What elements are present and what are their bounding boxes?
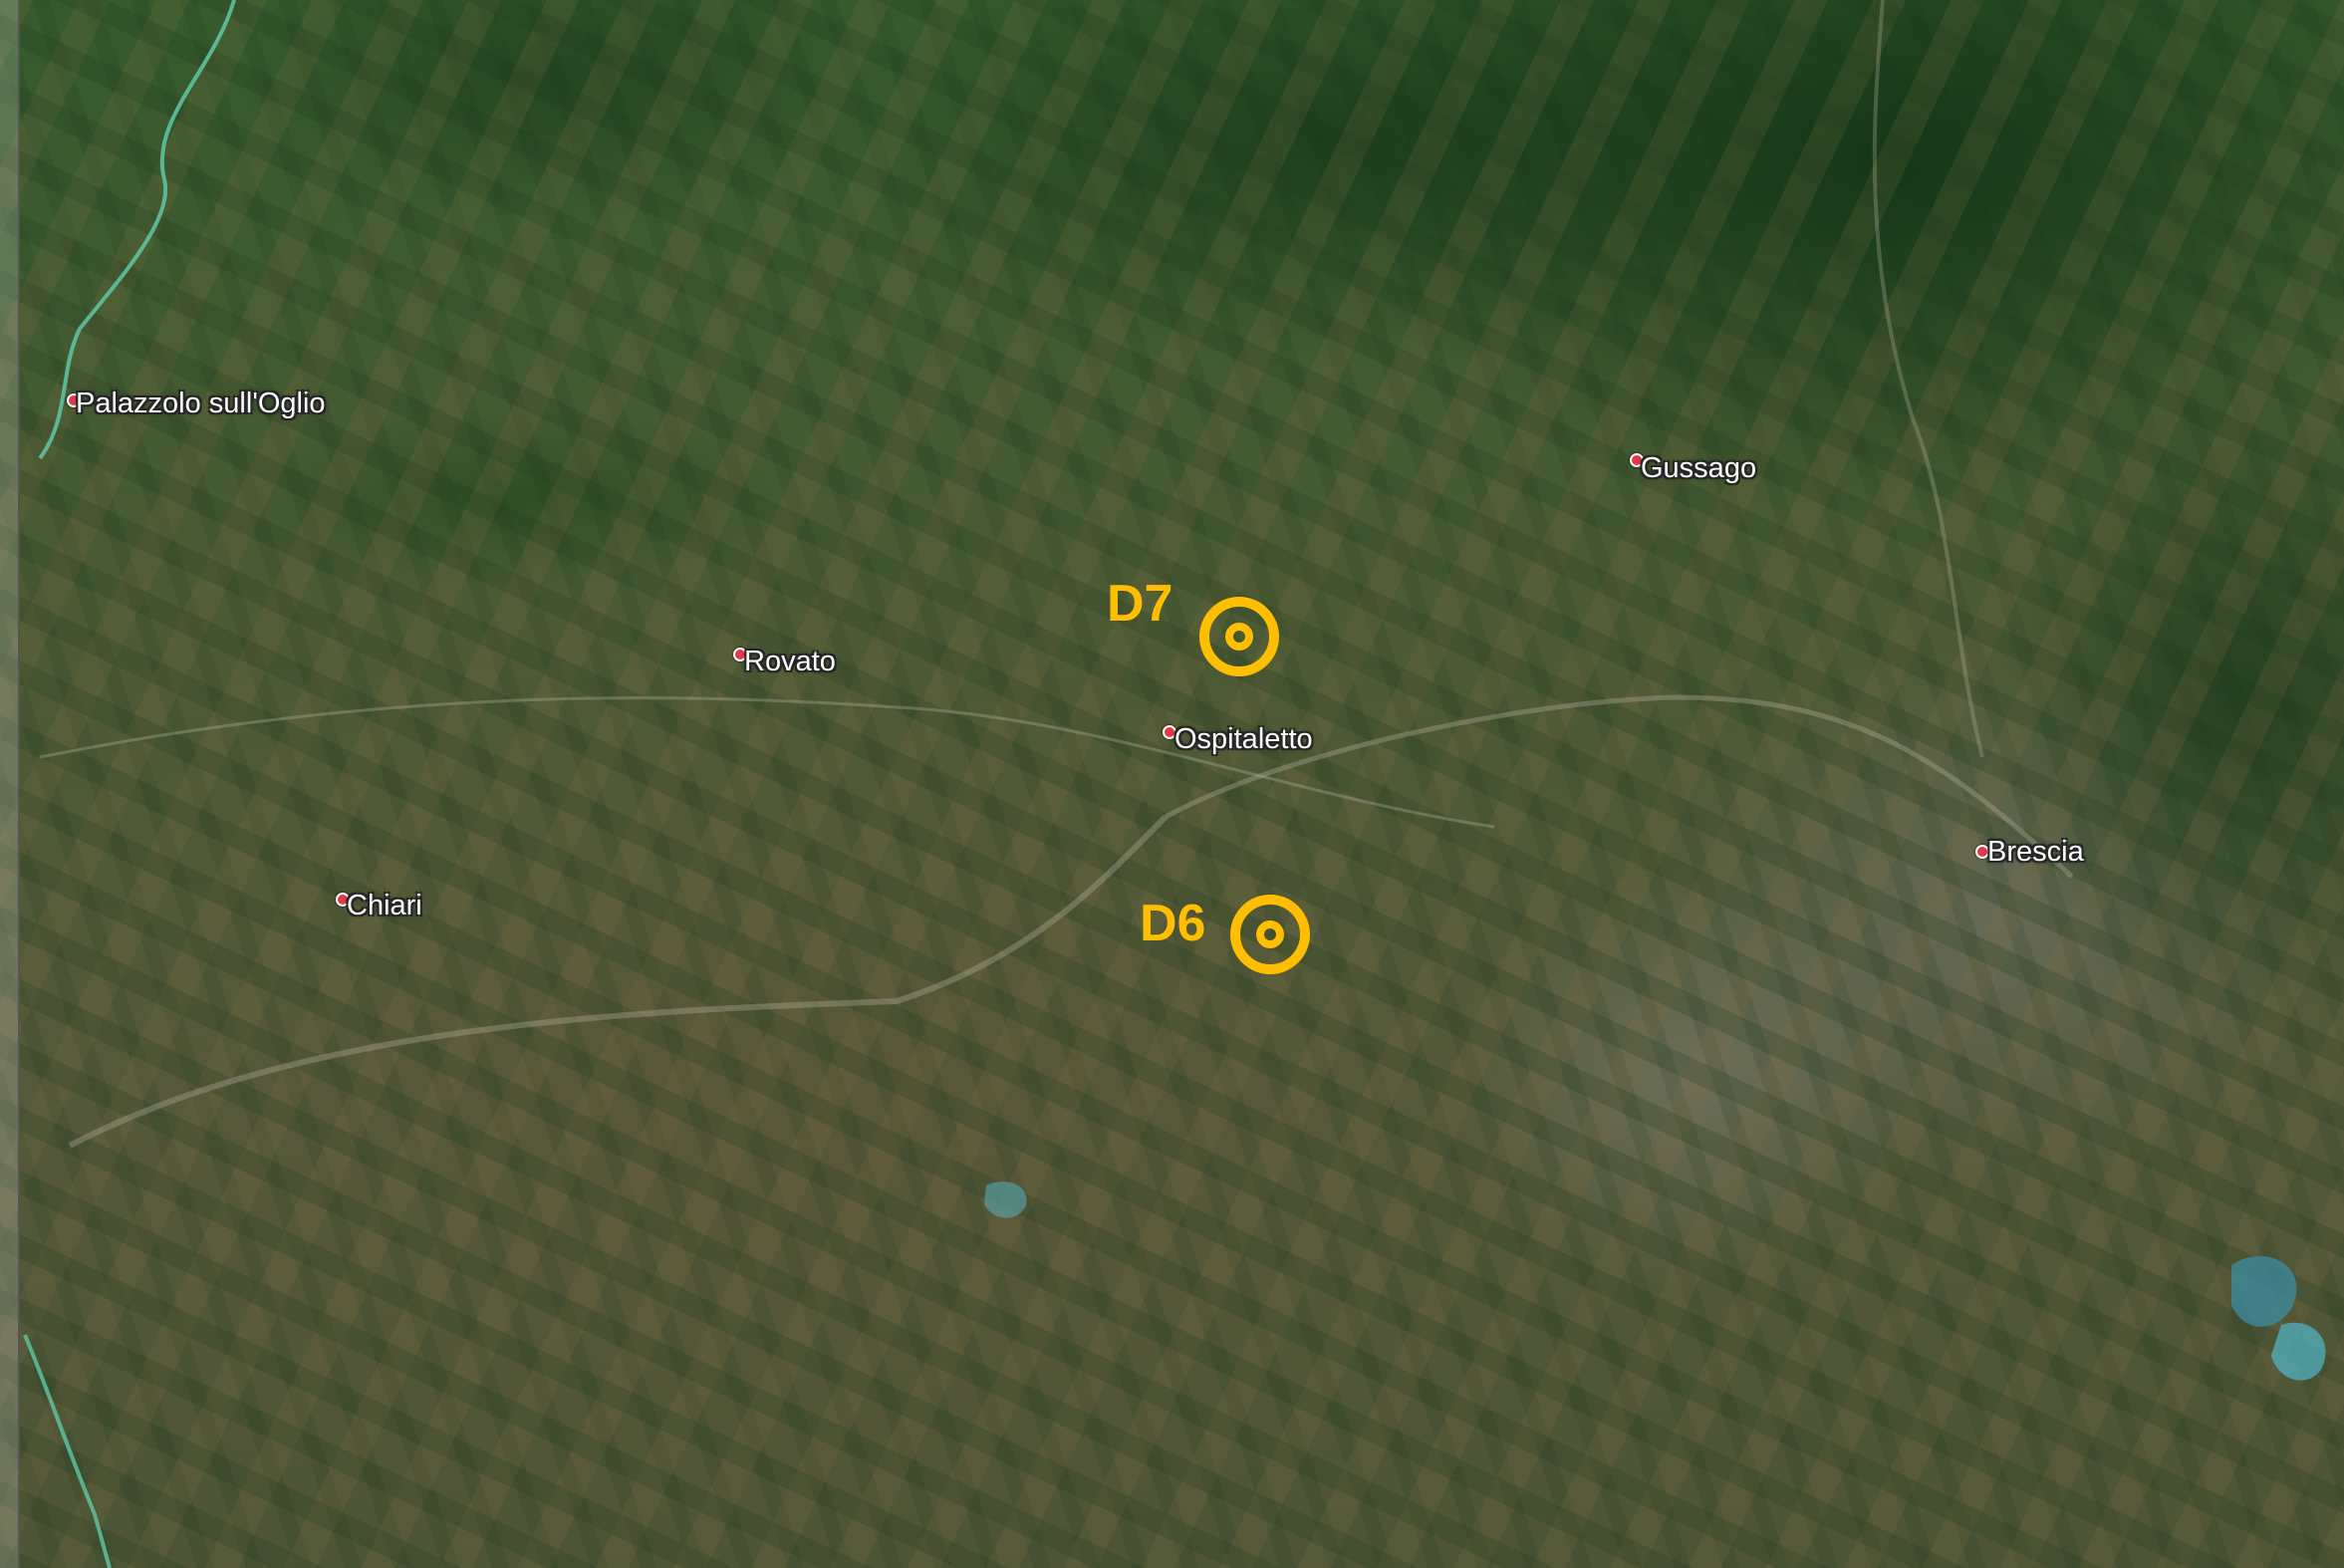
map-left-edge xyxy=(0,0,20,1568)
road-motorway xyxy=(1164,694,2074,879)
place-pin-icon xyxy=(67,393,81,407)
place-pin-icon xyxy=(733,648,747,661)
marker-label: D7 xyxy=(1107,575,1173,633)
place-pin-icon xyxy=(1630,453,1644,467)
place-label: Palazzolo sull'Oglio xyxy=(76,388,326,419)
place-label: Brescia xyxy=(1987,836,2084,868)
road-rail xyxy=(39,696,1495,829)
target-ring-icon xyxy=(1230,895,1310,974)
place-pin-icon xyxy=(1975,845,1989,859)
lake-east-2 xyxy=(2271,1322,2326,1381)
target-ring-icon xyxy=(1199,597,1279,676)
marker-label: D6 xyxy=(1140,895,1206,952)
river-oglio xyxy=(38,0,236,460)
lake-center xyxy=(984,1181,1027,1218)
river-south xyxy=(23,1334,112,1568)
place-pin-icon xyxy=(1163,725,1176,739)
lake-east-1 xyxy=(2231,1256,2297,1327)
place-label: Gussago xyxy=(1641,452,1757,484)
road-north xyxy=(1872,0,1984,758)
place-label: Chiari xyxy=(347,890,422,921)
place-pin-icon xyxy=(336,893,350,907)
place-label: Rovato xyxy=(744,646,836,677)
place-label: Ospitaletto xyxy=(1174,723,1313,755)
road-west-motorway xyxy=(68,814,1169,1149)
